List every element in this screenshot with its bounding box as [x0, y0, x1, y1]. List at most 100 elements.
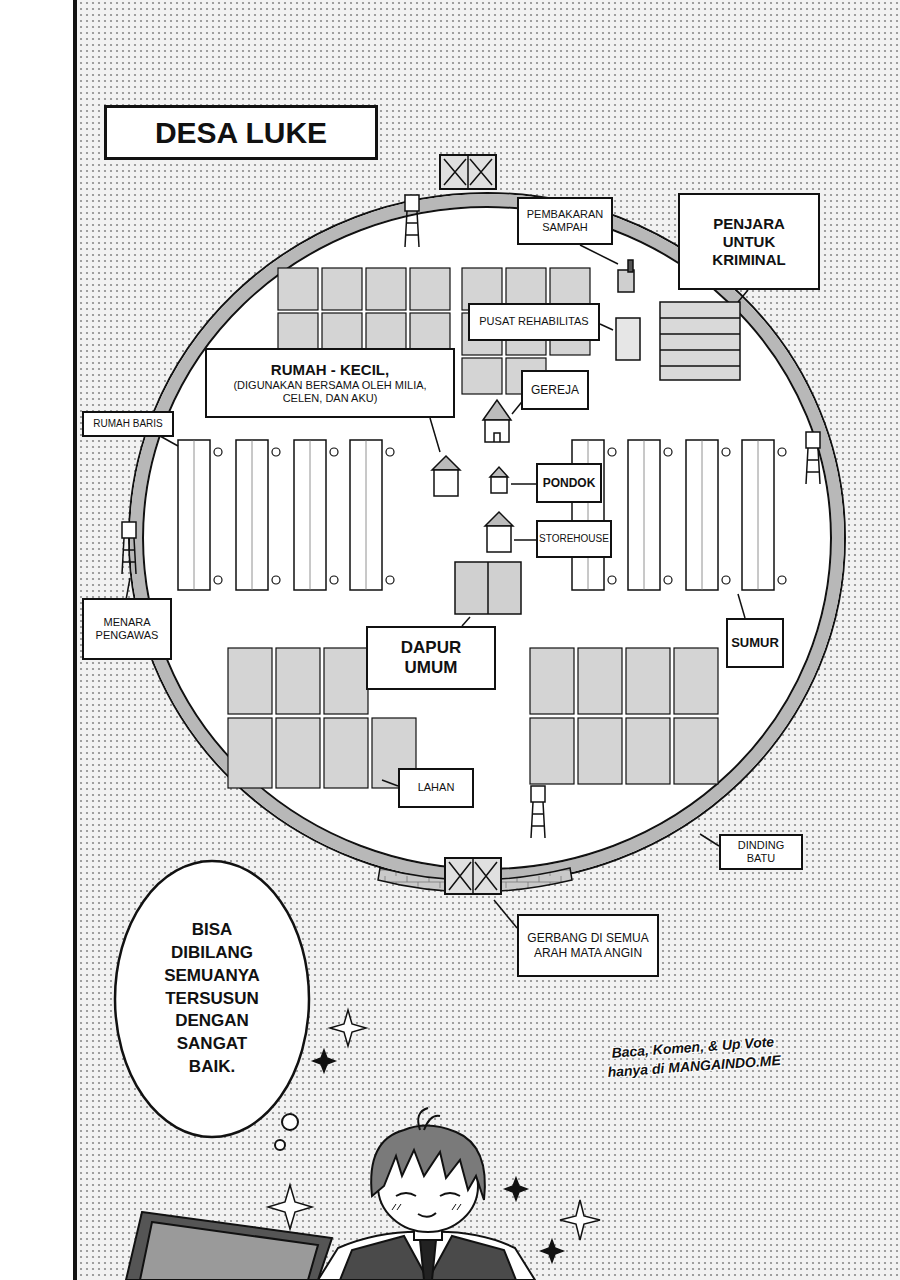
church [485, 420, 509, 442]
callout-text: PUSAT REHABILITAS [479, 315, 588, 328]
smile [418, 1213, 436, 1217]
gate-planks [449, 858, 497, 894]
gate-south [445, 858, 501, 894]
callout-text: PONDOK [543, 476, 596, 490]
callout-tails [126, 245, 748, 928]
small-house [434, 470, 458, 496]
tablet-body [126, 1212, 332, 1280]
callout-box: MENARA PENGAWAS [82, 598, 172, 660]
panel-border [73, 0, 77, 1280]
callout-text: MENARA PENGAWAS [90, 616, 164, 642]
row-house-ridge [366, 440, 367, 590]
sparkle [560, 1200, 600, 1240]
tablet-screen [140, 1222, 318, 1280]
vest [340, 1236, 516, 1280]
fields [228, 268, 718, 788]
well [778, 448, 786, 456]
village-map [122, 155, 845, 928]
public-kitchen [455, 562, 521, 614]
row-house [178, 440, 210, 590]
row-house-ridge [702, 440, 703, 590]
thought-bubble: BISA DIBILANG SEMUANYA TERSUSUN DENGAN S… [112, 858, 312, 1140]
watchtower [806, 432, 820, 484]
callout-tail [160, 436, 178, 446]
callout-text: GEREJA [531, 383, 579, 397]
well [330, 448, 338, 456]
blush [392, 1204, 461, 1210]
field-plot [578, 648, 622, 714]
callout-text: PENJARA UNTUK KRIMINAL [686, 215, 812, 269]
field-plot [322, 268, 362, 310]
callout-box: RUMAH - KECIL,(DIGUNAKAN BERSAMA OLEH MI… [205, 348, 455, 418]
field-plot [462, 358, 502, 394]
callout-tail [738, 594, 745, 618]
watchtower [531, 786, 545, 838]
field-plot [626, 648, 670, 714]
well [330, 576, 338, 584]
row-house-ridge [310, 440, 311, 590]
bubble-trail [275, 1114, 298, 1150]
well [722, 576, 730, 584]
watchtowers [122, 195, 820, 838]
watermark: Baca, Komen, & Up Vote hanya di MANGAIND… [605, 1032, 782, 1082]
well [664, 576, 672, 584]
callout-text: STOREHOUSE [539, 533, 609, 545]
prison [660, 302, 740, 380]
callout-text: SUMUR [731, 635, 779, 651]
sparkle [330, 1010, 366, 1046]
field-plot [276, 718, 320, 788]
sparkle [313, 1050, 335, 1072]
sparkles [268, 1010, 600, 1262]
church-door [494, 433, 500, 442]
callout-text: RUMAH - KECIL, [271, 361, 389, 379]
callout-box: DINDING BATU [719, 834, 803, 870]
title-box: DESA LUKE [104, 105, 378, 160]
row-house-ridge [644, 440, 645, 590]
thought-dot [282, 1114, 298, 1130]
row-house [294, 440, 326, 590]
callout-tail [700, 834, 719, 846]
well [214, 576, 222, 584]
well [722, 448, 730, 456]
gate-north [440, 155, 496, 189]
sparkle [541, 1240, 563, 1262]
field-plot [674, 718, 718, 784]
field-plot [530, 718, 574, 784]
row-house [686, 440, 718, 590]
callout-tail [738, 290, 748, 302]
wall-inner [143, 207, 831, 869]
field-plot [366, 268, 406, 310]
field-plot [278, 268, 318, 310]
callout-text: PEMBAKARAN SAMPAH [525, 208, 605, 234]
storehouse [487, 526, 511, 552]
well [608, 448, 616, 456]
well [386, 448, 394, 456]
row-house-ridge [252, 440, 253, 590]
callout-box: GEREJA [521, 370, 589, 410]
field-plot [324, 648, 368, 714]
rehab-center [616, 318, 640, 360]
character [318, 1108, 535, 1280]
well [272, 576, 280, 584]
callout-text: RUMAH BARIS [93, 418, 162, 430]
bubble-ellipse [115, 861, 309, 1137]
closed-eyes [396, 1193, 460, 1196]
callout-tail [126, 578, 130, 600]
row-house [628, 440, 660, 590]
row-house-ridge [758, 440, 759, 590]
gate-planks [444, 155, 492, 189]
watchtower [122, 522, 136, 574]
callout-box: RUMAH BARIS [82, 411, 174, 437]
callout-box: PUSAT REHABILITAS [468, 303, 600, 341]
callout-box: STOREHOUSE [536, 520, 612, 558]
callout-box: LAHAN [398, 768, 474, 808]
row-house [350, 440, 382, 590]
callout-tail [514, 539, 536, 541]
kitchen-ridge [487, 562, 489, 614]
callout-tail [511, 483, 536, 485]
thought-dot [275, 1140, 285, 1150]
callout-tail [382, 780, 398, 786]
row-house-ridge [194, 440, 195, 590]
sparkle [505, 1178, 527, 1200]
callout-box: SUMUR [726, 618, 784, 668]
